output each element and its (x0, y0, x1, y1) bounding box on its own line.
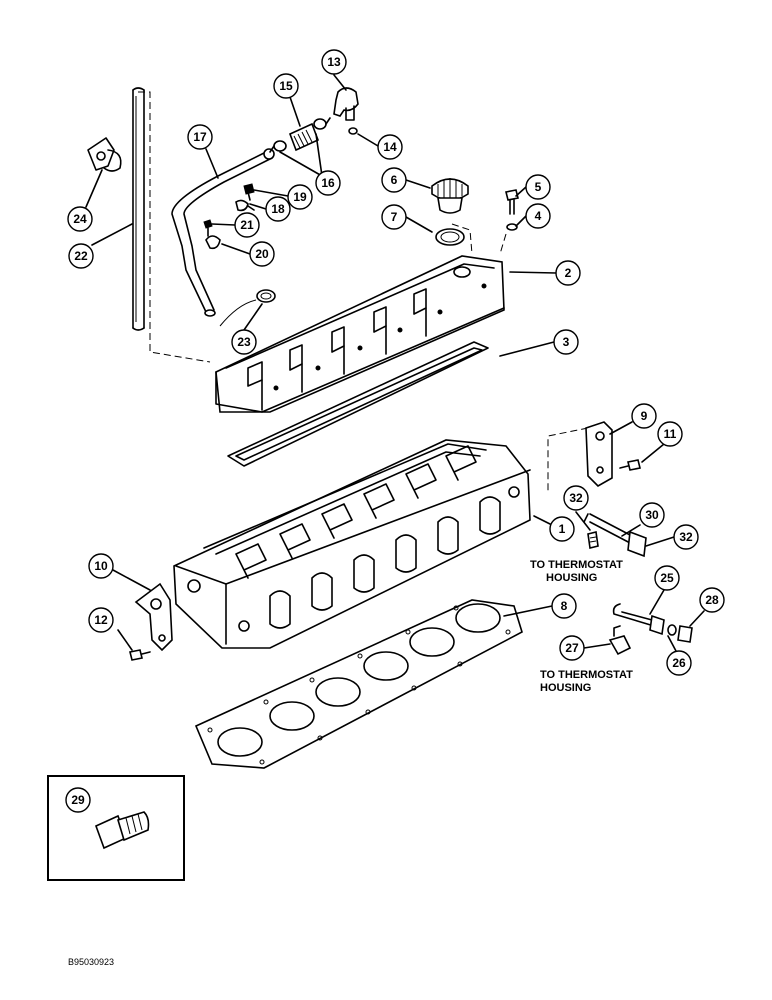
callout-18: 18 (265, 196, 291, 222)
callout-8: 8 (551, 593, 577, 619)
svg-text:27: 27 (565, 641, 579, 655)
thermostat-note-lower-line1: TO THERMOSTAT (540, 669, 633, 681)
svg-text:1: 1 (559, 522, 566, 536)
svg-text:18: 18 (271, 202, 285, 216)
callout-5: 5 (525, 174, 551, 200)
leader-lines (85, 74, 705, 652)
front-lifting-bracket (129, 582, 173, 661)
svg-text:8: 8 (561, 599, 568, 613)
svg-text:11: 11 (664, 427, 677, 441)
callout-4: 4 (525, 203, 551, 229)
svg-text:19: 19 (293, 190, 307, 204)
oil-filler-cap (431, 178, 469, 246)
callout-26: 26 (666, 650, 692, 676)
valve-cover (215, 255, 505, 413)
svg-text:6: 6 (391, 173, 398, 187)
callout-27: 27 (559, 635, 585, 661)
thermostat-note-upper-line2: HOUSING (546, 572, 597, 584)
thermostat-note-upper-line1: TO THERMOSTAT (530, 559, 623, 571)
callout-23: 23 (231, 329, 257, 355)
breather-fasteners (203, 183, 255, 250)
thermostat-tube-lower (608, 603, 693, 656)
rocker-stations (235, 445, 477, 579)
callout-20: 20 (249, 241, 275, 267)
callout-21: 21 (234, 212, 260, 238)
plug-inset (47, 775, 185, 881)
breather-tube (171, 148, 275, 317)
annotations: TO THERMOSTAT HOUSING TO THERMOSTAT HOUS… (68, 559, 633, 967)
callout-32-right: 32 (673, 524, 699, 550)
svg-text:20: 20 (255, 247, 269, 261)
hose-clamp (219, 289, 276, 327)
callout-1: 1 (549, 516, 575, 542)
svg-text:12: 12 (94, 613, 108, 627)
svg-text:25: 25 (660, 571, 674, 585)
dipstick-tube (132, 87, 145, 331)
callout-17: 17 (187, 124, 213, 150)
callout-16: 16 (315, 170, 341, 196)
callouts: 1 2 3 4 5 6 7 8 9 10 11 12 13 14 15 16 1… (65, 49, 725, 813)
callout-13: 13 (321, 49, 347, 75)
callout-9: 9 (631, 403, 657, 429)
svg-text:14: 14 (383, 140, 397, 154)
svg-text:3: 3 (563, 335, 570, 349)
callout-29: 29 (65, 787, 91, 813)
svg-text:15: 15 (279, 79, 293, 93)
cover-bolt (505, 189, 519, 231)
svg-text:32: 32 (679, 530, 693, 544)
svg-text:32: 32 (569, 491, 583, 505)
callout-25: 25 (654, 565, 680, 591)
cylinder-head (173, 439, 531, 649)
callout-11: 11 (657, 421, 683, 447)
callout-14: 14 (377, 134, 403, 160)
svg-text:21: 21 (240, 218, 254, 232)
callout-2: 2 (555, 260, 581, 286)
callout-12: 12 (88, 607, 114, 633)
rear-lifting-bracket (585, 421, 641, 487)
svg-text:10: 10 (94, 559, 108, 573)
thermostat-tube-upper (583, 513, 647, 558)
callout-28: 28 (699, 587, 725, 613)
valve-cover-gasket (227, 341, 489, 467)
head-gasket (194, 599, 523, 769)
svg-text:9: 9 (641, 409, 648, 423)
svg-text:7: 7 (391, 210, 398, 224)
svg-text:29: 29 (71, 793, 85, 807)
svg-text:22: 22 (74, 249, 88, 263)
callout-19: 19 (287, 184, 313, 210)
svg-text:4: 4 (535, 209, 542, 223)
dipstick-bracket (87, 137, 122, 172)
svg-text:23: 23 (237, 335, 251, 349)
callout-6: 6 (381, 167, 407, 193)
breather-hose-assembly (269, 87, 359, 153)
callout-30: 30 (639, 502, 665, 528)
svg-text:28: 28 (705, 593, 719, 607)
side-ports (269, 496, 501, 629)
figure-code: B95030923 (68, 957, 114, 967)
callout-15: 15 (273, 73, 299, 99)
callout-24: 24 (67, 206, 93, 232)
callout-32-left: 32 (563, 485, 589, 511)
callout-10: 10 (88, 553, 114, 579)
callout-22: 22 (68, 243, 94, 269)
svg-text:26: 26 (672, 656, 686, 670)
thermostat-note-lower-line2: HOUSING (540, 682, 591, 694)
svg-text:5: 5 (535, 180, 542, 194)
svg-text:24: 24 (73, 212, 87, 226)
svg-text:16: 16 (321, 176, 335, 190)
assembly-guide-lines (138, 91, 613, 492)
svg-text:30: 30 (645, 508, 659, 522)
callout-7: 7 (381, 204, 407, 230)
svg-text:2: 2 (565, 266, 572, 280)
svg-text:13: 13 (327, 55, 341, 69)
svg-text:17: 17 (193, 130, 207, 144)
callout-3: 3 (553, 329, 579, 355)
